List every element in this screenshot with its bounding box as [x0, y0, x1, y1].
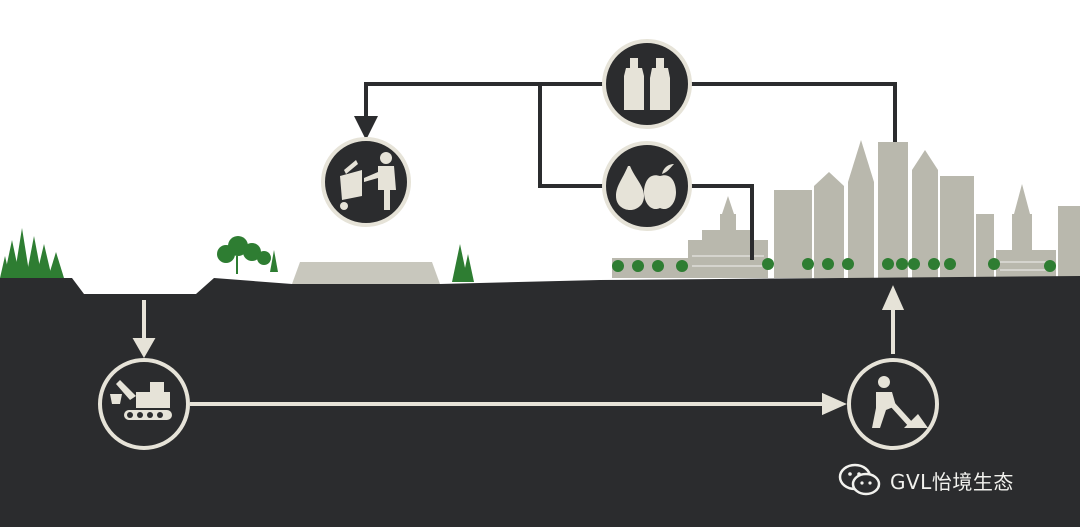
node-construction-worker — [849, 360, 937, 448]
node-excavation — [100, 360, 188, 448]
node-bottles — [604, 41, 690, 127]
landfill-mound — [292, 262, 440, 284]
wechat-icon — [838, 463, 882, 497]
node-food — [604, 143, 690, 229]
node-waste-disposal — [323, 139, 409, 225]
watermark-text: GVL怡境生态 — [890, 466, 1014, 495]
watermark: GVL怡境生态 — [838, 462, 1014, 498]
forest-left — [0, 228, 64, 278]
